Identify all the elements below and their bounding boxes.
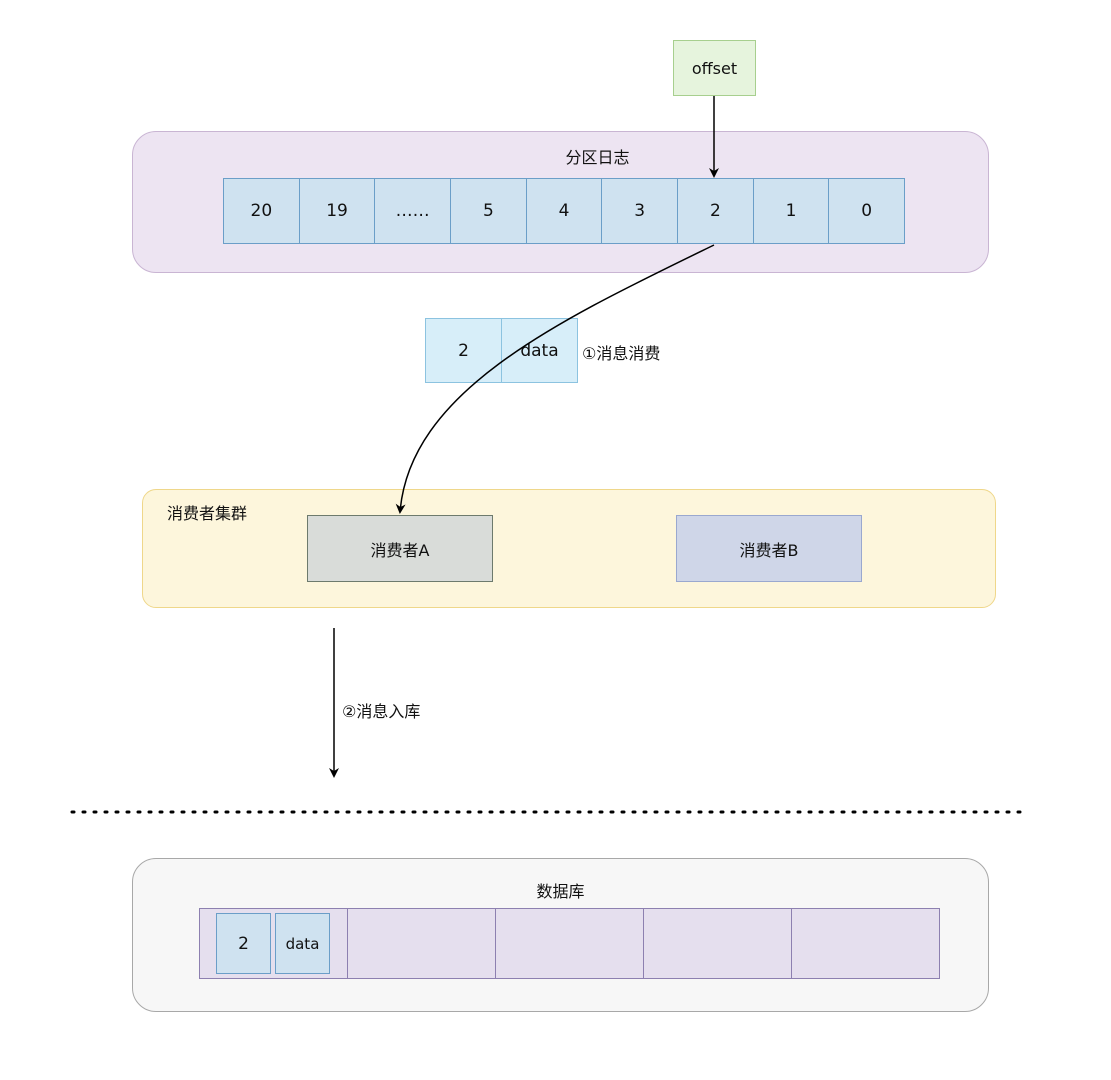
log-cell: 5 bbox=[451, 178, 527, 244]
partition-log-title: 分区日志 bbox=[565, 148, 630, 167]
step2-label: ②消息入库 bbox=[342, 702, 421, 721]
database-row-slot bbox=[792, 908, 940, 979]
log-cell: …… bbox=[375, 178, 452, 244]
step1-label: ①消息消费 bbox=[582, 344, 661, 363]
log-cell: 20 bbox=[223, 178, 300, 244]
log-cell: 4 bbox=[526, 178, 603, 244]
offset-label: offset bbox=[691, 58, 738, 78]
consumer-b-box: 消费者B bbox=[676, 515, 862, 582]
log-cell: 3 bbox=[602, 178, 679, 244]
database-row-value: data bbox=[275, 913, 330, 974]
partition-log-cells: 20 19 …… 5 4 3 2 1 0 bbox=[223, 178, 906, 244]
log-cell: 19 bbox=[299, 178, 376, 244]
consumer-cluster-title: 消费者集群 bbox=[167, 504, 248, 523]
database-row-slot bbox=[348, 908, 496, 979]
log-cell: 2 bbox=[678, 178, 754, 244]
database-row-slot bbox=[496, 908, 644, 979]
offset-box: offset bbox=[673, 40, 756, 96]
consume-curve-arrow bbox=[395, 244, 715, 514]
message-value-cell: data bbox=[501, 318, 578, 383]
database-row-key: 2 bbox=[216, 913, 271, 974]
consumer-a-box: 消费者A bbox=[307, 515, 493, 582]
database-title: 数据库 bbox=[536, 882, 585, 901]
database-row-slot bbox=[644, 908, 792, 979]
log-cell: 1 bbox=[753, 178, 830, 244]
log-cell: 0 bbox=[829, 178, 906, 244]
